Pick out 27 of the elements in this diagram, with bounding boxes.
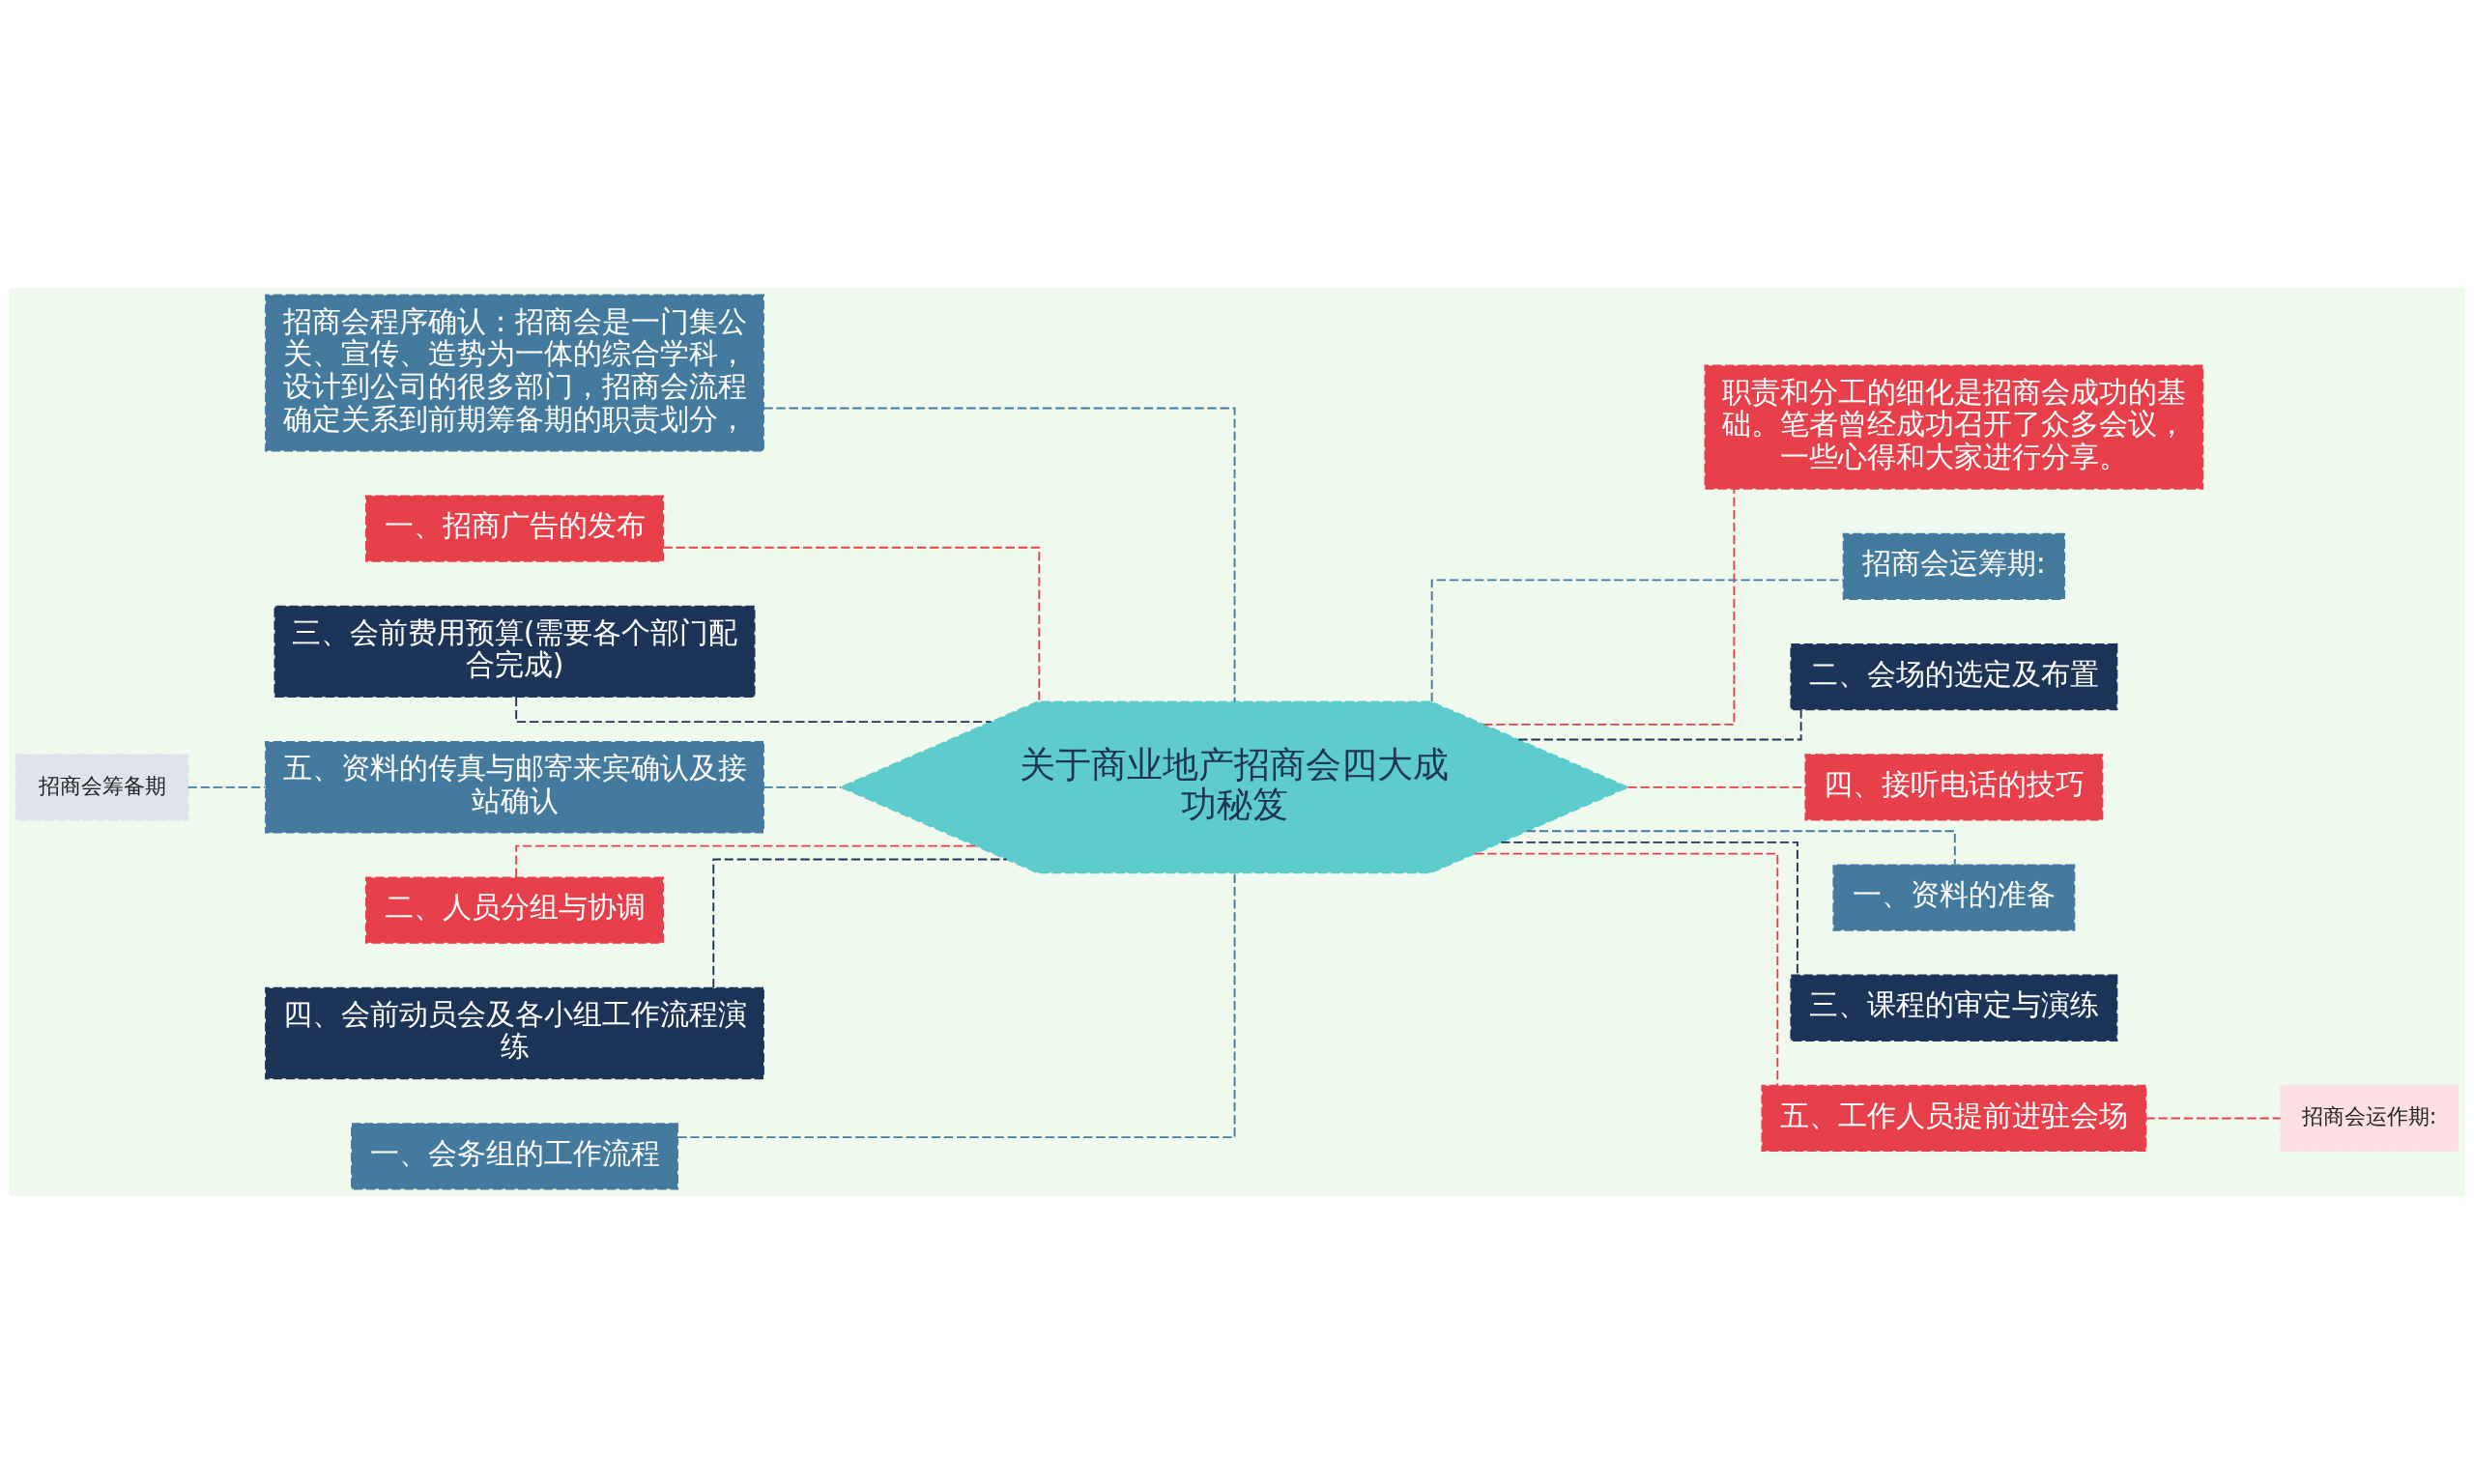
connector xyxy=(1430,579,1845,703)
node-box: 五、工作人员提前进驻会场 xyxy=(1761,1084,2147,1153)
node-box: 五、资料的传真与邮寄来宾确认及接站确认 xyxy=(265,741,764,834)
node-box: 四、接听电话的技巧 xyxy=(1804,754,2104,821)
node-box: 三、课程的审定与演练 xyxy=(1790,974,2118,1042)
connector xyxy=(187,785,267,788)
node-box: 二、人员分组与协调 xyxy=(365,876,664,944)
connector xyxy=(676,871,1236,1139)
node-box: 招商会筹备期 xyxy=(14,754,189,821)
node-box: 三、会前费用预算(需要各个部门配合完成) xyxy=(273,605,756,699)
node-box: 职责和分工的细化是招商会成功的基础。笔者曾经成功召开了众多会议，一些心得和大家进行分享。 xyxy=(1704,364,2204,490)
node-box: 一、会务组的工作流程 xyxy=(351,1123,678,1190)
node-box: 一、资料的准备 xyxy=(1832,864,2076,931)
connector xyxy=(762,785,843,788)
node-box: 招商会运作期: xyxy=(2279,1084,2460,1153)
connector xyxy=(2144,1117,2282,1120)
connector xyxy=(1474,852,1779,1087)
connector xyxy=(662,546,1041,702)
connector xyxy=(1526,830,1956,866)
connector xyxy=(712,858,1008,989)
node-box: 四、会前动员会及各小组工作流程演练 xyxy=(265,986,764,1080)
node-box: 一、招商广告的发布 xyxy=(365,495,664,562)
connector xyxy=(1482,488,1736,726)
node-box: 招商会程序确认：招商会是一门集公关、宣传、造势为一体的综合学科，设计到公司的很多部门，招商会流程确定关系到前期筹备期的职责划分， xyxy=(265,294,764,452)
node-box: 招商会运筹期: xyxy=(1842,532,2066,600)
connector xyxy=(762,407,1236,703)
node-box: 二、会场的选定及布置 xyxy=(1790,642,2118,711)
